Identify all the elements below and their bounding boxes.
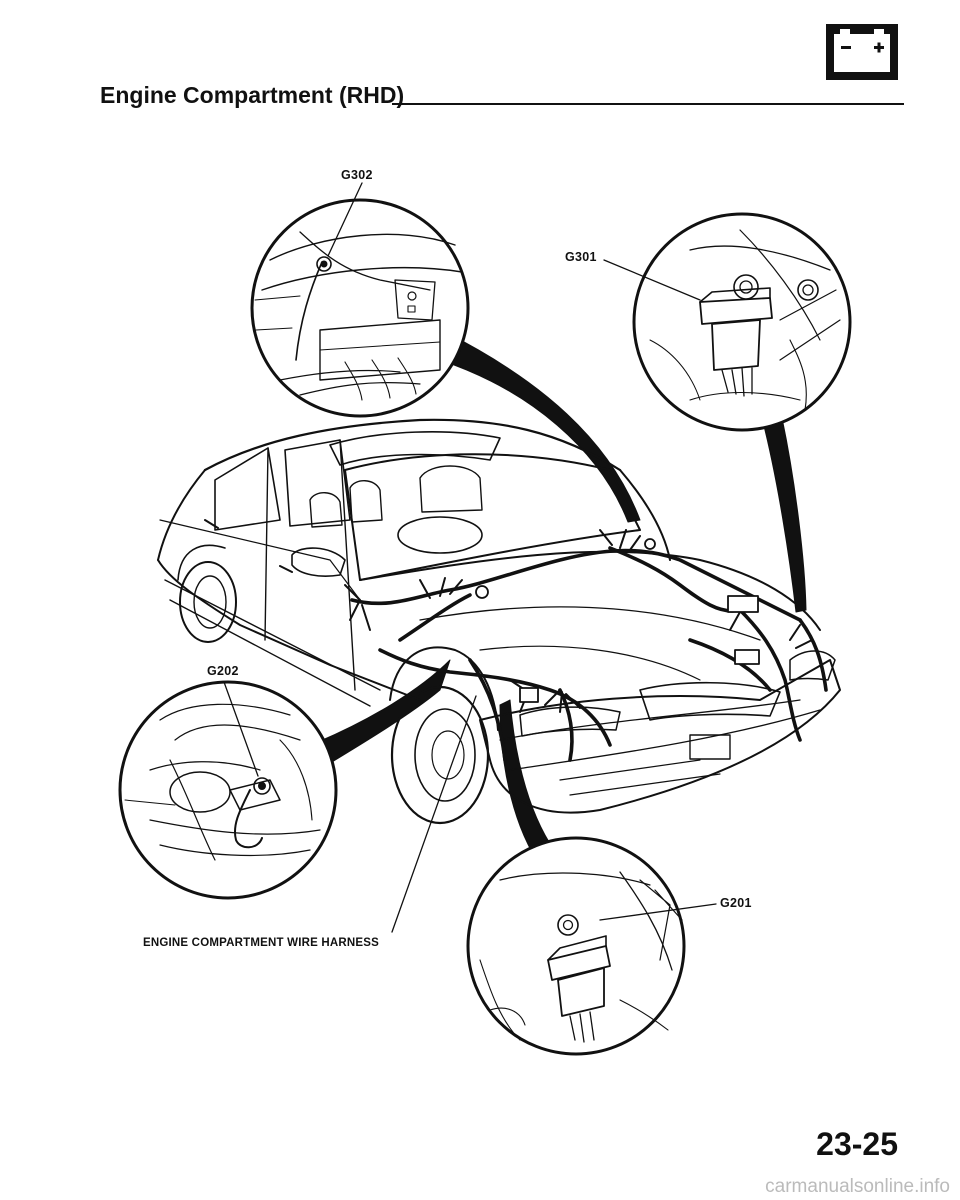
callout-g202: G202 bbox=[207, 664, 239, 678]
callout-g301: G301 bbox=[565, 250, 597, 264]
page-number: 23-25 bbox=[816, 1126, 898, 1162]
title-rule bbox=[392, 103, 904, 105]
callout-harness: ENGINE COMPARTMENT WIRE HARNESS bbox=[143, 937, 379, 949]
detail-circle-g201 bbox=[466, 836, 686, 1056]
wedge-g302 bbox=[439, 331, 641, 523]
wedge-g202 bbox=[317, 659, 451, 769]
page-title: Engine Compartment (RHD) bbox=[100, 82, 405, 108]
leader-harness bbox=[391, 695, 477, 933]
harness-connectors bbox=[475, 538, 760, 703]
harness-branches bbox=[344, 529, 813, 713]
detail-circle-g202 bbox=[118, 680, 338, 900]
leader-g202 bbox=[223, 681, 259, 777]
leader-g201 bbox=[599, 903, 717, 921]
wedge-g301 bbox=[761, 417, 807, 613]
leader-g301 bbox=[603, 259, 701, 301]
callout-g201: G201 bbox=[720, 896, 752, 910]
watermark: carmanualsonline.info bbox=[765, 1176, 950, 1197]
leader-g302 bbox=[327, 182, 363, 257]
callout-g302: G302 bbox=[341, 168, 373, 182]
detail-circle-g301 bbox=[632, 212, 852, 432]
detail-circle-g302 bbox=[250, 198, 470, 418]
battery-icon bbox=[826, 24, 898, 80]
